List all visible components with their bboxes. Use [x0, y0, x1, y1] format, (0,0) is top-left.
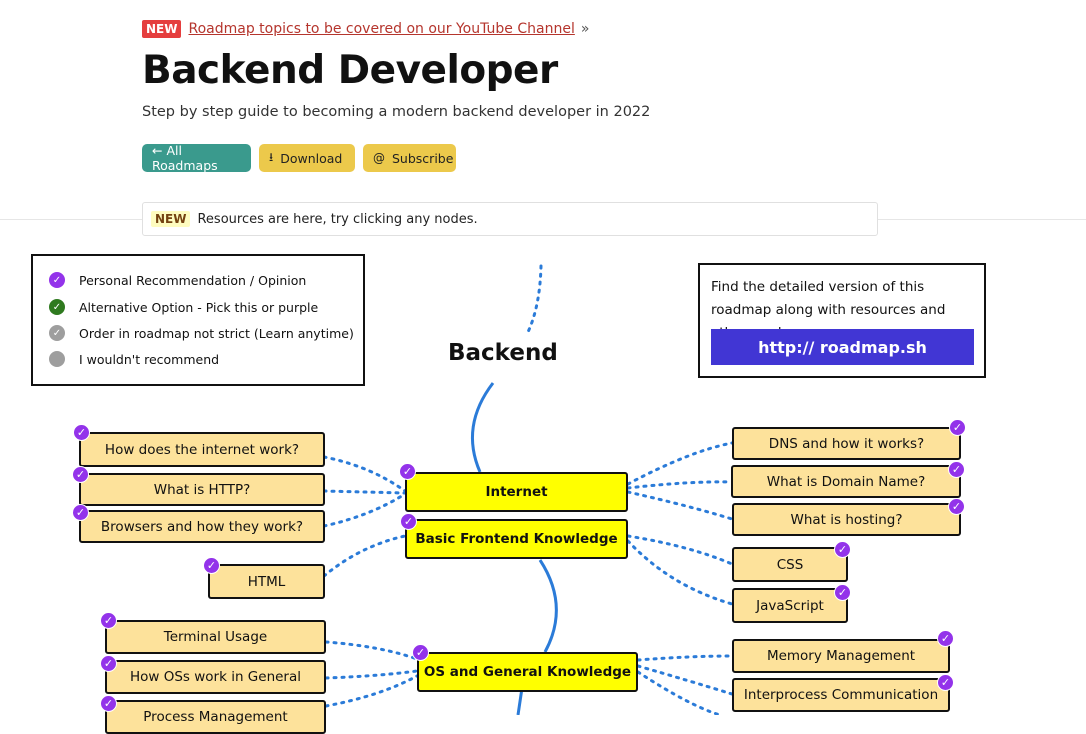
node-javascript[interactable]: JavaScript: [732, 588, 848, 623]
at-sign-icon: @: [373, 151, 385, 165]
node-label: Process Management: [143, 709, 288, 725]
check-icon: ✓: [72, 504, 89, 521]
page-subtitle: Step by step guide to becoming a modern …: [142, 104, 651, 120]
check-icon: ✓: [203, 557, 220, 574]
legend-box: ✓ Personal Recommendation / Opinion ✓ Al…: [31, 254, 365, 386]
notice-text: Resources are here, try clicking any nod…: [197, 211, 478, 227]
node-css[interactable]: CSS: [732, 547, 848, 582]
all-roadmaps-button[interactable]: ← All Roadmaps: [142, 143, 251, 173]
check-icon: ✓: [100, 655, 117, 672]
node-browsers[interactable]: Browsers and how they work?: [79, 510, 325, 543]
node-label: How does the internet work?: [104, 441, 300, 458]
legend-label: I wouldn't recommend: [79, 351, 220, 367]
check-icon: ✓: [834, 584, 851, 601]
check-icon: ✓: [100, 612, 117, 629]
connector-lines: [322, 264, 734, 715]
chevron-right-icon: »: [580, 21, 590, 37]
subscribe-button[interactable]: @ Subscribe: [363, 144, 456, 172]
legend-item-not-recommend: I wouldn't recommend: [49, 351, 219, 367]
node-os-general[interactable]: OS and General Knowledge: [417, 652, 638, 692]
all-roadmaps-label: ← All Roadmaps: [152, 143, 218, 173]
check-icon: ✓: [72, 466, 89, 483]
download-button[interactable]: ⭳ Download: [259, 144, 355, 172]
node-label: Interprocess Communication: [743, 687, 939, 703]
node-label: OS and General Knowledge: [423, 664, 632, 680]
check-icon: ✓: [948, 498, 965, 515]
node-domain-name[interactable]: What is Domain Name?: [731, 465, 961, 498]
youtube-topics-link[interactable]: Roadmap topics to be covered on our YouT…: [188, 21, 575, 37]
green-check-icon: ✓: [49, 299, 65, 315]
notice-new-badge: NEW: [151, 211, 191, 227]
check-icon: ✓: [937, 674, 954, 691]
download-icon: ⭳: [269, 149, 274, 164]
announcement-banner: NEW Roadmap topics to be covered on our …: [142, 19, 589, 39]
node-label: JavaScript: [756, 597, 824, 614]
subscribe-label: Subscribe: [392, 150, 454, 166]
legend-label: Alternative Option - Pick this or purple: [79, 299, 319, 315]
roadmap-diagram: ✓ Personal Recommendation / Opinion ✓ Al…: [0, 236, 1086, 734]
node-what-is-http[interactable]: What is HTTP?: [79, 473, 325, 506]
node-label: HTML: [247, 573, 286, 590]
node-hosting[interactable]: What is hosting?: [732, 503, 961, 536]
node-html[interactable]: HTML: [208, 564, 325, 599]
check-icon: ✓: [949, 419, 966, 436]
node-label: What is Domain Name?: [766, 473, 926, 490]
check-icon: ✓: [412, 644, 429, 661]
gray-check-icon: ✓: [49, 325, 65, 341]
legend-item-order: ✓ Order in roadmap not strict (Learn any…: [49, 325, 354, 341]
node-label: Terminal Usage: [163, 629, 268, 645]
download-label: Download: [280, 150, 343, 166]
check-icon: ✓: [73, 424, 90, 441]
node-memory-management[interactable]: Memory Management: [732, 639, 950, 673]
legend-item-alternative: ✓ Alternative Option - Pick this or purp…: [49, 299, 318, 315]
legend-label: Personal Recommendation / Opinion: [79, 272, 307, 288]
node-label: How OSs work in General: [129, 669, 302, 685]
node-process-management[interactable]: Process Management: [105, 700, 326, 734]
node-label: What is HTTP?: [153, 481, 251, 498]
legend-item-recommendation: ✓ Personal Recommendation / Opinion: [49, 272, 306, 288]
legend-label: Order in roadmap not strict (Learn anyti…: [79, 325, 354, 341]
resources-notice: NEW Resources are here, try clicking any…: [142, 202, 878, 236]
node-label: Internet: [485, 484, 548, 500]
check-icon: ✓: [834, 541, 851, 558]
gray-dot-icon: [49, 351, 65, 367]
roadmap-sh-link-button[interactable]: http:// roadmap.sh: [711, 329, 974, 365]
node-basic-frontend[interactable]: Basic Frontend Knowledge: [405, 519, 628, 559]
check-icon: ✓: [100, 695, 117, 712]
page-title: Backend Developer: [142, 48, 558, 93]
node-label: Browsers and how they work?: [100, 518, 304, 535]
roadmap-title: Backend: [448, 340, 558, 366]
check-icon: ✓: [948, 461, 965, 478]
node-label: What is hosting?: [790, 511, 903, 528]
node-terminal-usage[interactable]: Terminal Usage: [105, 620, 326, 654]
node-label: Memory Management: [766, 648, 916, 664]
node-interprocess-communication[interactable]: Interprocess Communication: [732, 678, 950, 712]
check-icon: ✓: [400, 513, 417, 530]
node-label: Basic Frontend Knowledge: [415, 531, 618, 547]
info-box: Find the detailed version of this roadma…: [698, 263, 986, 378]
node-how-internet-works[interactable]: How does the internet work?: [79, 432, 325, 467]
new-badge: NEW: [142, 20, 182, 38]
node-label: DNS and how it works?: [768, 435, 925, 452]
node-dns[interactable]: DNS and how it works?: [732, 427, 961, 460]
check-icon: ✓: [399, 463, 416, 480]
node-internet[interactable]: Internet: [405, 472, 628, 512]
purple-check-icon: ✓: [49, 272, 65, 288]
node-how-oss-work[interactable]: How OSs work in General: [105, 660, 326, 694]
node-label: CSS: [776, 556, 804, 573]
check-icon: ✓: [937, 630, 954, 647]
